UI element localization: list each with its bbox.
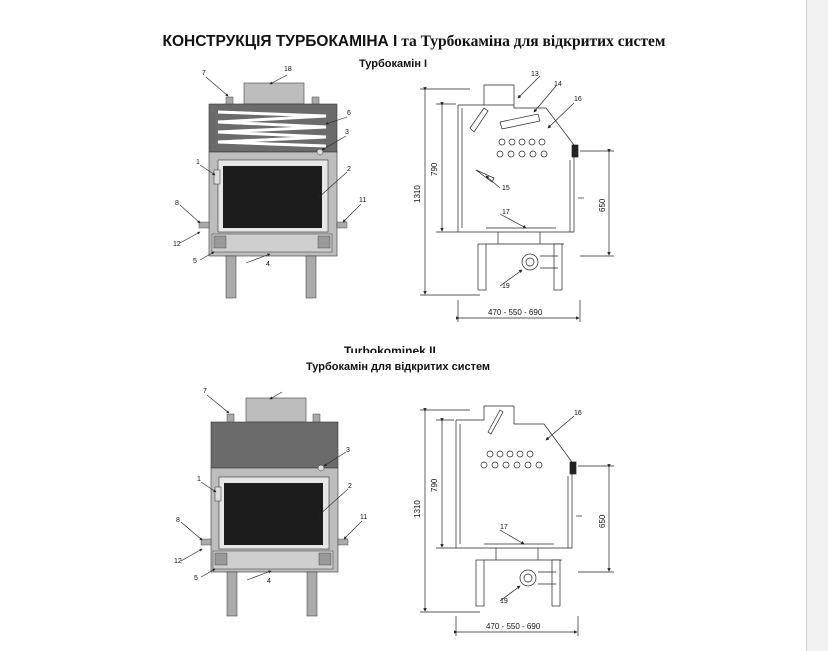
right-fan-icon bbox=[317, 235, 331, 249]
top-collar bbox=[243, 82, 305, 105]
title-serif-part: та Турбокаміна для відкритих систем bbox=[397, 33, 666, 50]
door-glass bbox=[223, 166, 322, 228]
door-glass bbox=[224, 483, 323, 545]
right-pipe bbox=[312, 413, 321, 424]
callout-8: 8 bbox=[176, 517, 180, 524]
left-fan-icon bbox=[214, 552, 228, 566]
dim-total-height: 1310 bbox=[413, 500, 422, 518]
left-leg bbox=[226, 571, 238, 617]
valve-icon bbox=[316, 148, 324, 156]
dim-total-height: 1310 bbox=[413, 185, 422, 203]
callout-4: 4 bbox=[267, 578, 271, 585]
callout-18: 18 bbox=[284, 66, 292, 73]
front-view-2: 7 3 1 2 8 11 12 5 4 bbox=[174, 388, 367, 617]
valve-icon bbox=[317, 464, 325, 472]
callout-13: 13 bbox=[531, 71, 539, 78]
dim-depth: 470 - 550 - 690 bbox=[488, 308, 543, 317]
callout-19: 19 bbox=[500, 598, 508, 605]
ash-drawer bbox=[211, 233, 333, 253]
left-inlet-pipe bbox=[198, 221, 210, 229]
title-bold-part: КОНСТРУКЦІЯ ТУРБОКАМІНА I bbox=[162, 33, 398, 50]
dim-door-height: 650 bbox=[598, 514, 607, 528]
right-leg bbox=[305, 255, 317, 299]
callout-16: 16 bbox=[574, 410, 582, 417]
right-outlet-pipe bbox=[336, 221, 348, 229]
door-handle bbox=[214, 486, 222, 502]
page-edge bbox=[806, 0, 807, 651]
left-leg bbox=[225, 255, 237, 299]
front-view-1: 7 18 6 3 1 2 8 11 12 5 4 bbox=[173, 66, 366, 299]
side-view-1 bbox=[420, 75, 614, 322]
callout-5: 5 bbox=[194, 575, 198, 582]
callout-3: 3 bbox=[346, 447, 350, 454]
section1-subtitle: Турбокамін I bbox=[359, 58, 428, 70]
upper-housing bbox=[210, 421, 339, 469]
left-pipe bbox=[226, 413, 235, 424]
door-handle bbox=[213, 169, 221, 185]
callout-12: 12 bbox=[174, 558, 182, 565]
dim-upper-height: 790 bbox=[430, 162, 439, 176]
callout-17: 17 bbox=[500, 524, 508, 531]
callout-4: 4 bbox=[266, 261, 270, 268]
callout-2: 2 bbox=[348, 483, 352, 490]
callout-1: 1 bbox=[197, 476, 201, 483]
dim-door-height: 650 bbox=[598, 198, 607, 212]
side-view-1-labels: 13 14 16 15 17 19 1310 790 650 470 - 550… bbox=[413, 71, 607, 317]
callout-15: 15 bbox=[502, 185, 510, 192]
left-fan-icon bbox=[213, 235, 227, 249]
side-view-2 bbox=[420, 405, 614, 636]
callout-5: 5 bbox=[193, 258, 197, 265]
callout-2: 2 bbox=[347, 166, 351, 173]
right-fan-icon bbox=[318, 552, 332, 566]
ash-drawer bbox=[212, 550, 334, 570]
dim-depth: 470 - 550 - 690 bbox=[486, 622, 541, 631]
callout-11: 11 bbox=[359, 197, 366, 204]
section2-subtitle: Турбокамін для відкритих систем bbox=[306, 361, 491, 373]
callout-7: 7 bbox=[202, 70, 206, 77]
callout-14: 14 bbox=[554, 81, 562, 88]
callout-11: 11 bbox=[360, 514, 367, 521]
heating-coil bbox=[217, 110, 327, 148]
callout-6: 6 bbox=[347, 110, 351, 117]
left-inlet-pipe bbox=[200, 538, 212, 546]
document-page bbox=[0, 0, 806, 651]
dim-upper-height: 790 bbox=[430, 478, 439, 492]
right-leg bbox=[306, 571, 318, 617]
callout-12: 12 bbox=[173, 241, 181, 248]
right-outlet-pipe bbox=[337, 538, 349, 546]
callout-3: 3 bbox=[345, 129, 349, 136]
callout-17: 17 bbox=[502, 209, 510, 216]
top-collar bbox=[245, 397, 307, 423]
callout-16: 16 bbox=[574, 96, 582, 103]
callout-7: 7 bbox=[203, 388, 207, 395]
side-view-2-labels: 16 17 19 1310 790 650 470 - 550 - 690 bbox=[413, 410, 607, 631]
callout-19: 19 bbox=[502, 283, 510, 290]
section2-cut-subtitle: Turbokominek II bbox=[344, 344, 436, 353]
callout-1: 1 bbox=[196, 159, 200, 166]
callout-8: 8 bbox=[175, 200, 179, 207]
document-title: КОНСТРУКЦІЯ ТУРБОКАМІНА I та Турбокаміна… bbox=[0, 33, 828, 51]
